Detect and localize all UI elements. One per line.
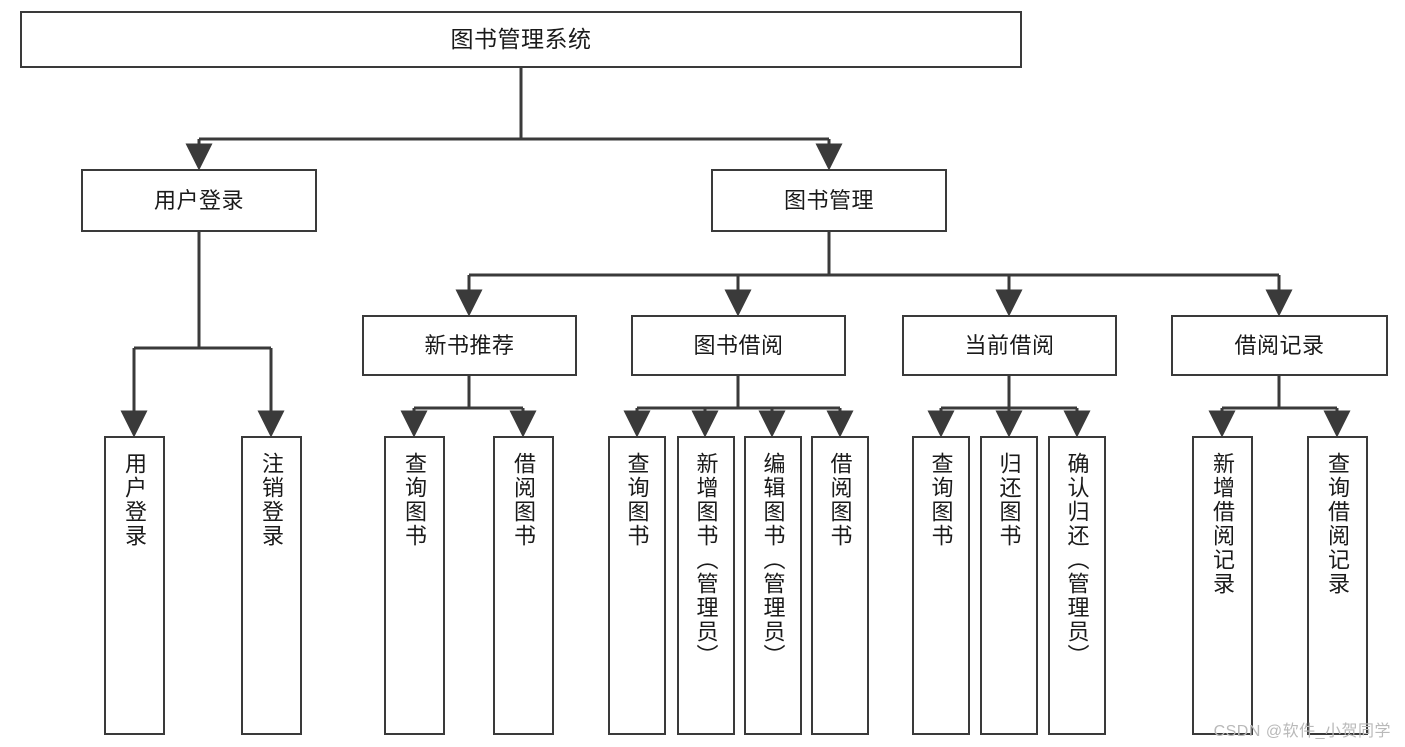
node-leaf-return-book[interactable]: 归还图书 — [980, 436, 1038, 735]
node-current-borrow[interactable]: 当前借阅 — [902, 315, 1117, 376]
node-label: 确认归还（管理员） — [1064, 452, 1090, 668]
node-user-login[interactable]: 用户登录 — [81, 169, 317, 232]
node-label: 借阅记录 — [1234, 332, 1325, 358]
node-book-management[interactable]: 图书管理 — [711, 169, 947, 232]
node-label: 查询图书 — [402, 452, 428, 548]
node-leaf-query-record[interactable]: 查询借阅记录 — [1307, 436, 1368, 735]
node-leaf-add-book[interactable]: 新增图书（管理员） — [677, 436, 735, 735]
node-leaf-borrow-book-1[interactable]: 借阅图书 — [493, 436, 554, 735]
node-label: 新书推荐 — [424, 332, 515, 358]
node-label: 借阅图书 — [827, 452, 853, 548]
node-label: 当前借阅 — [964, 332, 1055, 358]
node-label: 新增图书（管理员） — [693, 452, 719, 668]
node-borrow-record[interactable]: 借阅记录 — [1171, 315, 1388, 376]
node-leaf-query-book-1[interactable]: 查询图书 — [384, 436, 445, 735]
node-label: 新增借阅记录 — [1210, 452, 1236, 596]
node-label: 图书借阅 — [693, 332, 784, 358]
node-book-borrow[interactable]: 图书借阅 — [631, 315, 846, 376]
node-leaf-query-book-2[interactable]: 查询图书 — [608, 436, 666, 735]
node-label: 借阅图书 — [511, 452, 537, 548]
node-root-book-management-system[interactable]: 图书管理系统 — [20, 11, 1022, 68]
watermark-text: CSDN @软件_小贺同学 — [1213, 723, 1391, 740]
node-label: 图书管理系统 — [450, 25, 592, 52]
node-label: 用户登录 — [153, 187, 244, 213]
node-label: 查询图书 — [928, 452, 954, 548]
node-label: 查询图书 — [624, 452, 650, 548]
node-label: 用户登录 — [122, 452, 148, 548]
node-label: 编辑图书（管理员） — [760, 452, 786, 668]
node-leaf-confirm-return[interactable]: 确认归还（管理员） — [1048, 436, 1106, 735]
node-leaf-logout[interactable]: 注销登录 — [241, 436, 302, 735]
node-leaf-add-record[interactable]: 新增借阅记录 — [1192, 436, 1253, 735]
node-label: 查询借阅记录 — [1325, 452, 1351, 596]
node-leaf-borrow-book-2[interactable]: 借阅图书 — [811, 436, 869, 735]
node-label: 注销登录 — [259, 452, 285, 548]
node-label: 归还图书 — [996, 452, 1022, 548]
node-new-book-recommend[interactable]: 新书推荐 — [362, 315, 577, 376]
node-leaf-edit-book[interactable]: 编辑图书（管理员） — [744, 436, 802, 735]
node-leaf-user-login[interactable]: 用户登录 — [104, 436, 165, 735]
node-leaf-query-book-3[interactable]: 查询图书 — [912, 436, 970, 735]
node-label: 图书管理 — [783, 187, 874, 213]
